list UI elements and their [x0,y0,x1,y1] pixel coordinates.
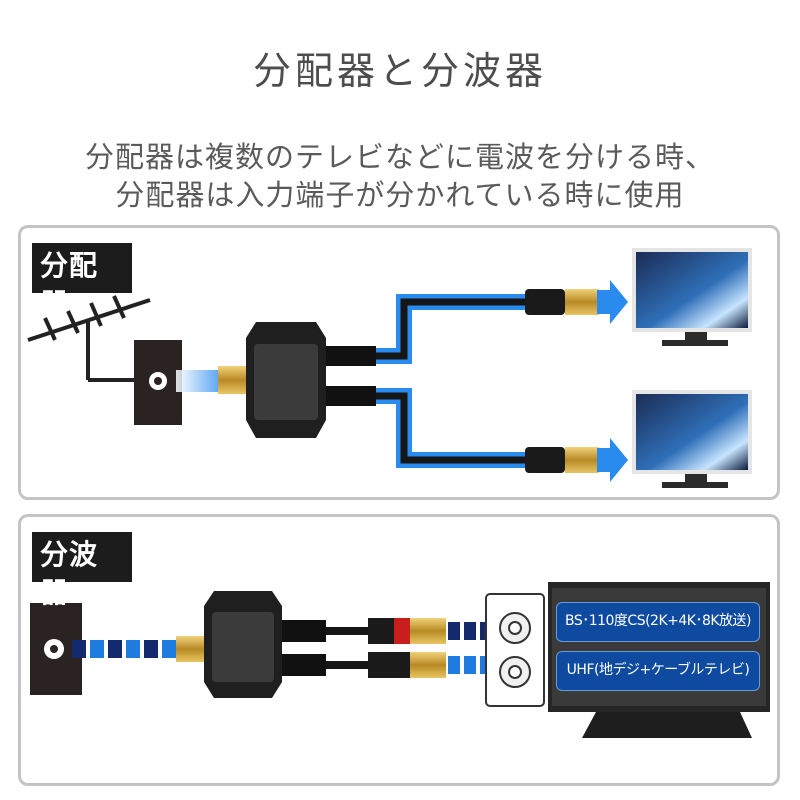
arrow-right-icon [597,280,628,324]
section-tag-splitter: 分配器 [32,243,132,320]
cable-glow-1 [376,294,530,364]
page-title: 分配器と分波器 [252,49,547,93]
tv-label-uhf: UHF(地デジ+ケーブルテレビ) [556,651,760,691]
gold-connector-4 [410,652,446,678]
input-connector [176,636,204,662]
tv-monitor-icon [632,248,752,346]
description-line-2: 分配器は入力端子が分かれている時に使用 [115,178,685,212]
cable-plug-2 [525,447,565,473]
cable-glow-2 [376,388,530,468]
antenna-icon [27,295,151,382]
cable-1 [376,298,530,360]
arrow-right-icon [597,438,628,482]
wall-outlet-icon [134,340,224,425]
separator-icon [204,591,326,698]
gold-connector-2 [565,447,599,473]
plug-4 [368,652,410,678]
wall-outlet-icon [30,603,82,695]
section-tag-separator: 分波器 [32,532,132,609]
splitter-icon [246,322,376,438]
input-connector [218,366,248,394]
tv-monitor-icon [632,390,752,488]
cable-plug-1 [525,289,565,315]
tv-input-jack-icon [485,593,545,707]
gold-connector-1 [565,289,599,315]
gold-connector-3 [410,618,446,644]
rca-red-band [394,618,410,644]
description-line-1: 分配器は複数のテレビなどに電波を分ける時、 [84,140,715,174]
tv-label-bs: BS･110度CS(2K+4K･8K放送) [556,602,760,642]
plug-3 [368,618,394,644]
signal-dashes [72,640,176,658]
cable-2 [376,392,530,464]
